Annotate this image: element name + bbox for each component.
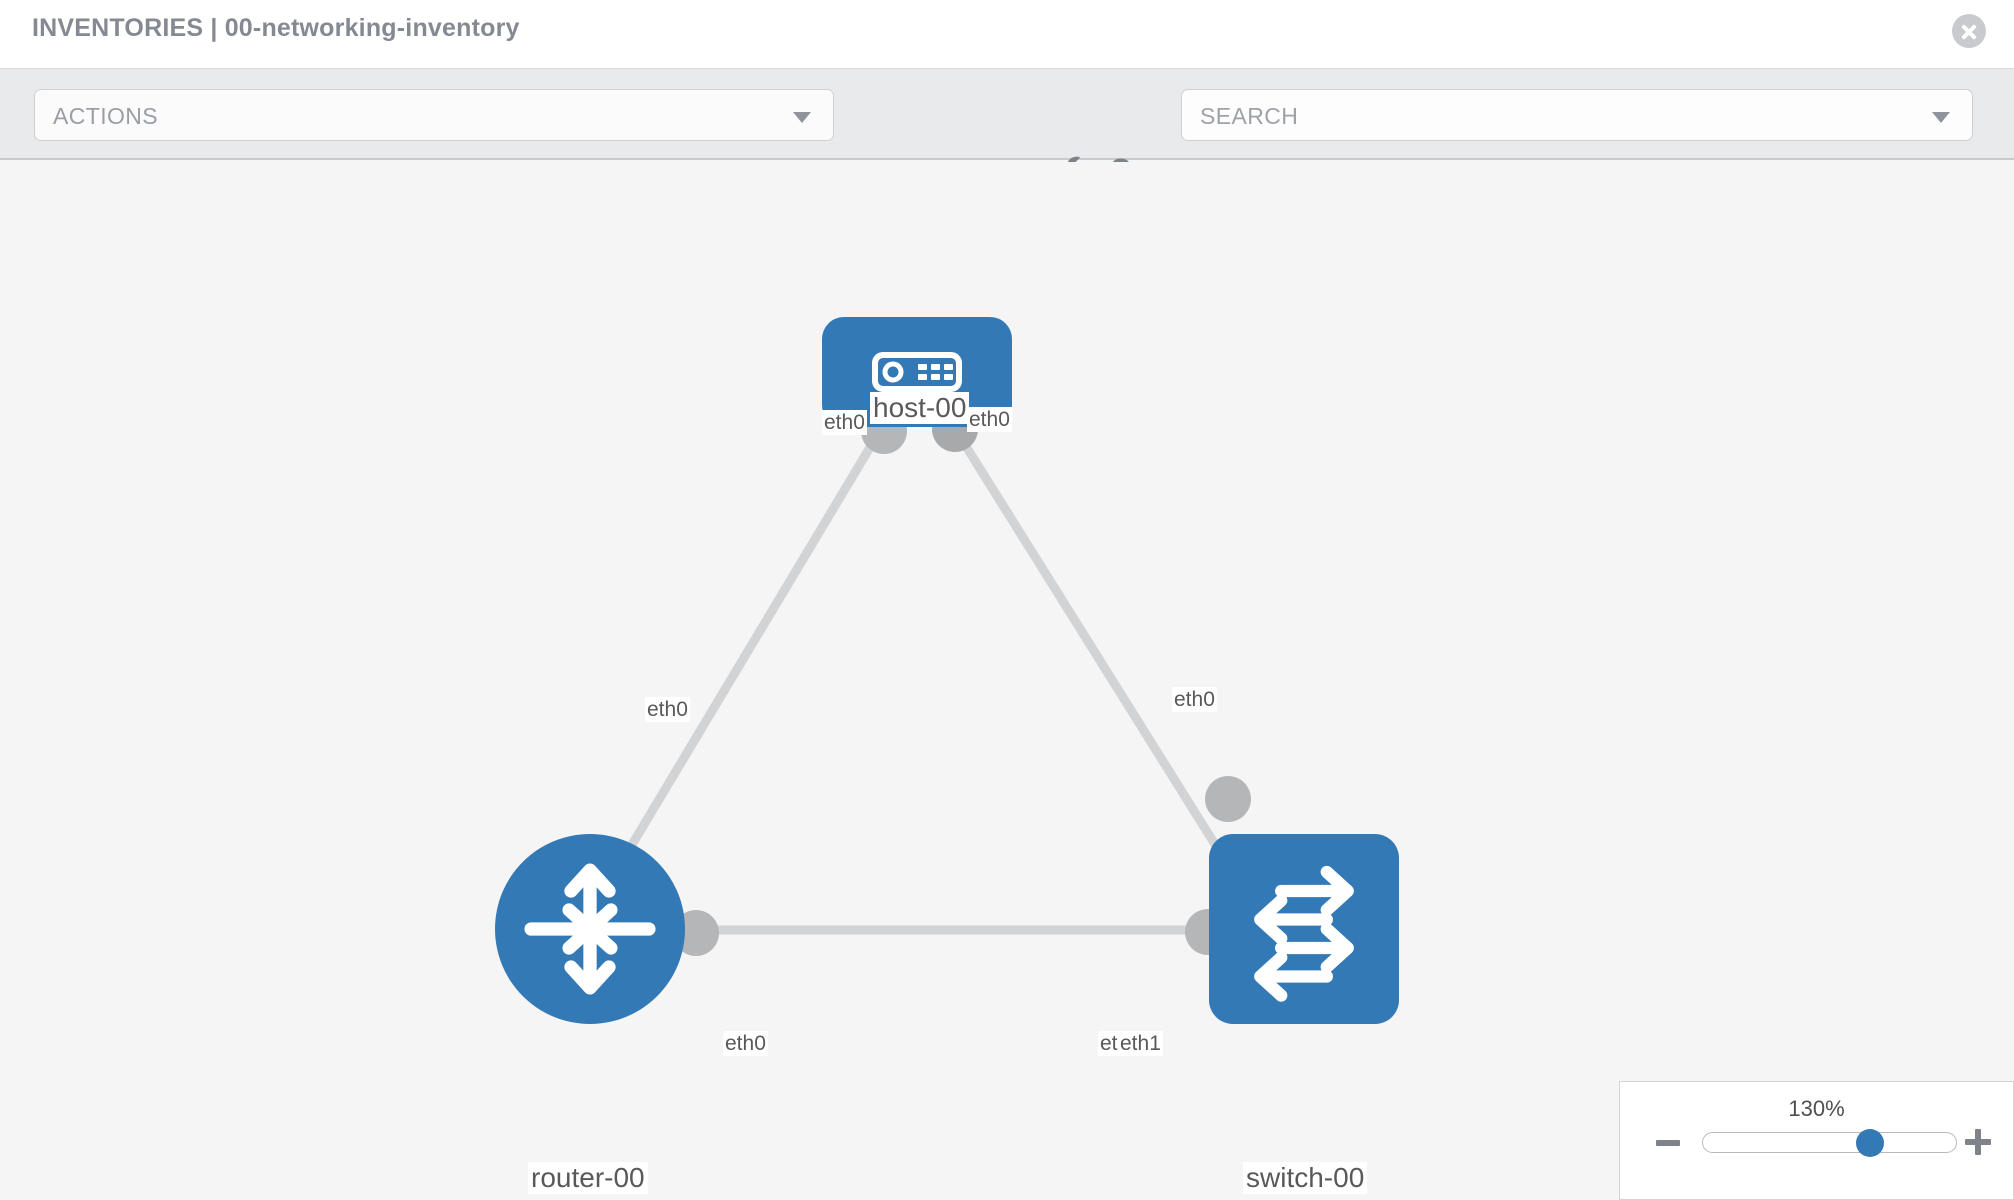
topology-canvas[interactable]: host-00 router-00 switch-00 eth0 eth0 et…: [0, 162, 2014, 1200]
chevron-down-icon: [793, 112, 811, 123]
actions-dropdown-label: ACTIONS: [53, 103, 159, 129]
node-switch-00[interactable]: [1209, 834, 1399, 1024]
link-host-switch: [947, 419, 1251, 899]
chevron-down-icon[interactable]: [1932, 112, 1950, 123]
topology-links: [595, 419, 1251, 935]
port-label-host-right: eth0: [967, 407, 1012, 432]
port-label-router-right: eth0: [723, 1031, 768, 1056]
page-title: INVENTORIES | 00-networking-inventory: [32, 14, 520, 42]
link-host-router: [595, 419, 889, 903]
server-icon: [872, 352, 962, 392]
close-icon[interactable]: [1952, 14, 1986, 48]
node-router-00[interactable]: [495, 834, 685, 1024]
switch-arrows-icon: [1254, 865, 1354, 1002]
zoom-level-label: 130%: [1788, 1096, 1845, 1121]
port-label-host-left: eth0: [822, 410, 867, 435]
port-label-router-up: eth0: [645, 697, 690, 722]
plus-icon[interactable]: [1965, 1129, 1991, 1155]
page-header: INVENTORIES | 00-networking-inventory: [0, 0, 2014, 68]
search-placeholder: SEARCH: [1200, 103, 1299, 129]
node-label-host-00: host-00: [870, 392, 970, 424]
node-label-switch-00: switch-00: [1243, 1162, 1368, 1194]
plus-icon-vertical: [1975, 1129, 1981, 1155]
router-arrows-icon: [524, 863, 656, 995]
zoom-slider-thumb[interactable]: [1856, 1129, 1885, 1157]
zoom-slider-track[interactable]: [1702, 1132, 1957, 1153]
toolbar: ACTIONS SEARCH: [0, 68, 2014, 191]
zoom-control-panel: 130%: [1619, 1081, 2014, 1200]
search-input[interactable]: SEARCH: [1181, 89, 1973, 141]
port-label-switch-up: eth0: [1172, 687, 1217, 712]
port-label-switch-left: eth1: [1118, 1031, 1163, 1056]
node-label-router-00: router-00: [528, 1162, 648, 1194]
actions-dropdown[interactable]: ACTIONS: [34, 89, 834, 141]
port-switch-upper-left[interactable]: [1205, 776, 1251, 822]
minus-icon[interactable]: [1656, 1140, 1680, 1146]
